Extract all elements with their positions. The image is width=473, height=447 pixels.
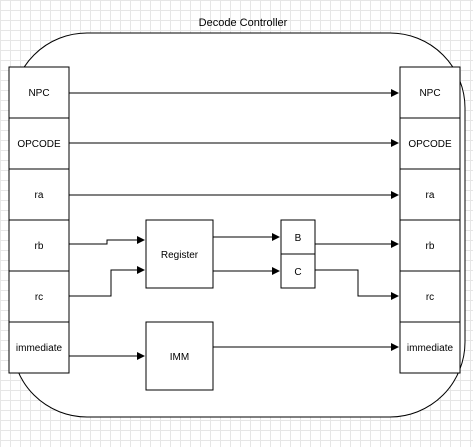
left-rb-label: rb <box>35 241 44 252</box>
left-npc-box <box>8 66 70 119</box>
left-immediate-label: immediate <box>16 343 63 354</box>
register-block <box>145 219 214 289</box>
c-block <box>280 253 316 289</box>
right-immediate-label: immediate <box>407 343 454 354</box>
left-immediate-box <box>8 321 70 374</box>
left-npc-label: NPC <box>28 88 49 99</box>
left-signal-column: NPC OPCODE ra rb rc immediate <box>8 66 70 374</box>
right-rb-label: rb <box>426 241 435 252</box>
right-opcode-label: OPCODE <box>408 139 452 150</box>
left-ra-label: ra <box>35 190 44 201</box>
c-to-rc-arrow <box>315 269 399 300</box>
right-rc-label: rc <box>426 292 434 303</box>
imm-block <box>145 321 214 391</box>
b-block <box>280 219 316 255</box>
left-ra-box <box>8 168 70 221</box>
right-rc-box <box>399 270 461 323</box>
right-ra-label: ra <box>426 190 435 201</box>
register-label: Register <box>161 250 199 261</box>
right-immediate-box <box>399 321 461 374</box>
controller-container <box>11 32 466 418</box>
controller-title: Decode Controller <box>199 17 288 29</box>
left-rc-label: rc <box>35 292 43 303</box>
rb-to-register-arrow <box>69 236 145 245</box>
right-rb-box <box>399 219 461 272</box>
left-rb-box <box>8 219 70 272</box>
imm-label: IMM <box>170 352 189 363</box>
b-label: B <box>295 233 302 244</box>
right-npc-label: NPC <box>419 88 440 99</box>
c-label: C <box>294 267 301 278</box>
right-signal-column: NPC OPCODE ra rb rc immediate <box>399 66 461 374</box>
left-opcode-box <box>8 117 70 170</box>
left-opcode-label: OPCODE <box>17 139 61 150</box>
rc-to-register-arrow <box>69 266 145 297</box>
right-opcode-box <box>399 117 461 170</box>
